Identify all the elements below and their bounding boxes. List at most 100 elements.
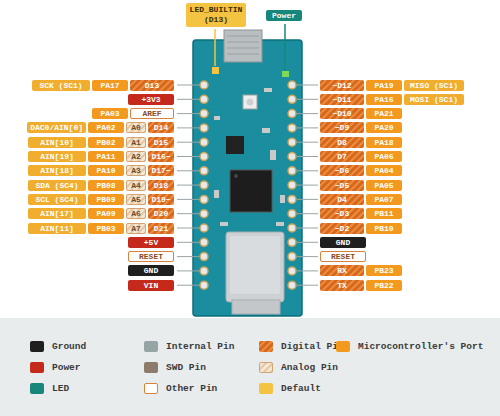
function-label: MISO (SC1) [404, 80, 464, 91]
pin-text: RX [337, 266, 347, 275]
pin-text: A3 [131, 166, 141, 175]
pin-text: ~D11 [332, 95, 351, 104]
pin-leader [177, 156, 199, 157]
usb-connector [224, 30, 262, 62]
pin-hole [200, 281, 208, 289]
pin-text: AIN[10] [40, 138, 74, 147]
legend-swatch [30, 362, 44, 373]
pin-text: MOSI (SC1) [410, 95, 458, 104]
legend-swatch [30, 383, 44, 394]
legend-swatch [144, 383, 158, 394]
legend-entry: LED [30, 381, 69, 395]
pin-text: D17~ [151, 166, 170, 175]
digital-pin-label: D15 [148, 137, 174, 148]
port-label: PA21 [366, 108, 402, 119]
pin-text: TX [337, 281, 347, 290]
legend-entry: Ground [30, 339, 86, 353]
pin-text: D4 [337, 195, 347, 204]
pin-text: PA21 [374, 109, 393, 118]
pin-hole [200, 110, 208, 118]
pin-hole [200, 95, 208, 103]
pin-text: PB23 [374, 266, 393, 275]
legend-entry: Default [259, 381, 321, 395]
pin-hole [288, 210, 296, 218]
pin-hole [288, 224, 296, 232]
pin-text: PB10 [374, 224, 393, 233]
digital-pin-label: D21 [148, 223, 174, 234]
pin-text: RESET [331, 252, 355, 261]
digital-pin-label: TX [320, 280, 364, 291]
digital-pin-label: D8 [320, 137, 364, 148]
legend-text: Power [52, 362, 81, 373]
power-led [282, 71, 289, 77]
pin-text: PA20 [374, 123, 393, 132]
pin-text: PA04 [374, 166, 393, 175]
other-pin-label: RESET [320, 251, 366, 262]
pin-text: D8 [337, 138, 347, 147]
pin-leader [297, 213, 318, 214]
port-label: PA02 [88, 122, 124, 133]
legend-entry: Internal Pin [144, 339, 234, 353]
pin-text: SCL (SC4) [35, 195, 78, 204]
pin-text: A2 [131, 152, 141, 161]
legend-swatch [259, 362, 273, 373]
pin-leader [177, 170, 199, 171]
pin-text: ~D6 [335, 166, 349, 175]
digital-pin-label: D19~ [148, 194, 174, 205]
pin-hole [200, 181, 208, 189]
port-label: PA09 [88, 208, 124, 219]
pin-text: A7 [131, 224, 141, 233]
port-label: PA19 [366, 80, 402, 91]
small-chip [226, 136, 244, 154]
pin-text: PA09 [96, 209, 115, 218]
pin-hole [200, 167, 208, 175]
pin-text: GND [144, 266, 158, 275]
pin-hole [200, 138, 208, 146]
legend-swatch [336, 341, 350, 352]
port-label: PA04 [366, 165, 402, 176]
pin-hole [288, 81, 296, 89]
legend-text: Ground [52, 341, 86, 352]
port-label: PA03 [92, 108, 128, 119]
port-label: PB23 [366, 265, 402, 276]
function-label: AIN[11] [28, 223, 86, 234]
pin-leader [297, 127, 318, 128]
ground-pin-label: GND [320, 237, 366, 248]
legend-swatch [144, 341, 158, 352]
pin-leader [297, 156, 318, 157]
legend-text: Microcontroller's Port [358, 341, 483, 352]
pin-hole [288, 267, 296, 275]
pin-leader [297, 256, 318, 257]
pin-text: A5 [131, 195, 141, 204]
legend-swatch [259, 341, 273, 352]
pin-text: PA10 [96, 166, 115, 175]
pin-text: ~D2 [335, 224, 349, 233]
analog-pin-label: A7 [126, 223, 146, 234]
pin-text: PA02 [96, 123, 115, 132]
pin-text: MISO (SC1) [410, 81, 458, 90]
pin-text: LED_BUILTIN (D13) [188, 5, 244, 25]
legend-text: SWD Pin [166, 362, 206, 373]
legend-swatch [259, 383, 273, 394]
pin-hole [200, 238, 208, 246]
pin-text: SDA (SC4) [35, 181, 78, 190]
digital-pin-label: D20 [148, 208, 174, 219]
pin-hole [200, 153, 208, 161]
pin-text: ~D12 [332, 81, 351, 90]
pin-leader [177, 185, 199, 186]
digital-pin-label: D16~ [148, 151, 174, 162]
port-label: PA07 [366, 194, 402, 205]
pin-hole [288, 195, 296, 203]
legend-text: Default [281, 383, 321, 394]
digital-pin-label: ~D3 [320, 208, 364, 219]
digital-pin-label: D13 [130, 80, 174, 91]
pin-leader [297, 270, 318, 271]
pin-text: D7 [337, 152, 347, 161]
pin-text: Power [272, 11, 296, 20]
pin-text: RESET [139, 252, 163, 261]
pin-text: PA03 [100, 109, 119, 118]
pin-hole [200, 267, 208, 275]
pin-text: D20 [154, 209, 168, 218]
pin-leader [297, 185, 318, 186]
pin-text: D15 [154, 138, 168, 147]
